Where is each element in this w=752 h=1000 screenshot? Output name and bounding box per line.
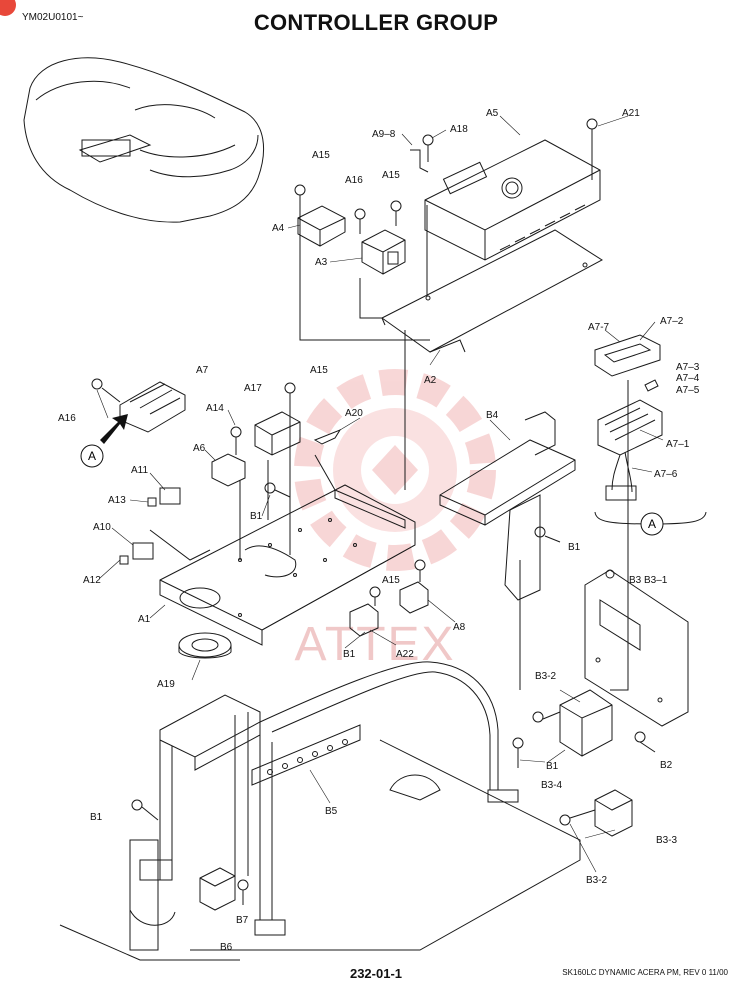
bolts-top — [294, 118, 598, 234]
callout-a12: A12 — [83, 575, 101, 586]
page-title: CONTROLLER GROUP — [253, 10, 499, 35]
part-a6-relay — [211, 426, 246, 487]
callout-b1-4: B1 — [546, 761, 559, 772]
callout-b3-2-top: B3-2 — [535, 671, 557, 682]
callout-leaders — [96, 115, 664, 873]
callout-b3-2-bottom: B3-2 — [586, 875, 608, 886]
callout-a7-1: A7–1 — [666, 439, 690, 450]
callout-b6: B6 — [220, 942, 233, 953]
part-a2-bracket — [381, 229, 603, 353]
callout-a4: A4 — [272, 223, 285, 234]
callout-a3: A3 — [315, 257, 328, 268]
callout-b1-2: B1 — [568, 542, 581, 553]
part-a20-bracket — [313, 428, 342, 445]
callout-a9-8: A9–8 — [372, 129, 396, 140]
callout-a15-2: A15 — [382, 170, 400, 181]
callout-a7-3: A7–3 — [676, 362, 700, 373]
part-a8-a22-relays — [349, 559, 429, 637]
svg-text:A: A — [648, 517, 656, 531]
callout-a7-6: A7–6 — [654, 469, 678, 480]
part-b4-bracket — [314, 411, 576, 601]
callout-a2: A2 — [424, 375, 437, 386]
callout-b5: B5 — [325, 806, 338, 817]
part-a7-connector — [91, 378, 186, 433]
callout-a6: A6 — [193, 443, 206, 454]
callout-b7: B7 — [236, 915, 249, 926]
callout-a20: A20 — [345, 408, 363, 419]
callout-a7-7: A7-7 — [588, 322, 610, 333]
base-floor — [59, 739, 581, 961]
callout-b3-b3-1: B3 B3–1 — [629, 575, 668, 586]
svg-text:A: A — [88, 449, 96, 463]
callout-a15-1: A15 — [312, 150, 330, 161]
part-a3-relay — [361, 229, 406, 275]
callout-a7-2: A7–2 — [660, 316, 684, 327]
callout-a8: A8 — [453, 622, 466, 633]
callout-a16-1: A16 — [345, 175, 363, 186]
callout-labels: A5 A21 A9–8 A18 A15 A16 A15 A4 A3 A2 A7-… — [58, 108, 700, 953]
doc-code: YM02U0101~ — [22, 12, 84, 23]
parts-a10-a13 — [119, 487, 211, 565]
corner-badge — [0, 0, 16, 16]
callout-a13: A13 — [108, 495, 126, 506]
marker-a-left: A — [80, 444, 104, 468]
part-b6-relay — [199, 867, 236, 911]
part-b5-frame — [139, 661, 519, 936]
part-b3-plate — [584, 569, 689, 727]
callout-b1-3: B1 — [343, 649, 356, 660]
page-number: 232-01-1 — [349, 966, 403, 981]
callout-a15-3: A15 — [310, 365, 328, 376]
callout-a10: A10 — [93, 522, 111, 533]
callout-a22: A22 — [396, 649, 414, 660]
footer-note: SK160LC DYNAMIC ACERA PM, REV 0 11/00 — [562, 968, 728, 977]
machine-overview-sketch — [23, 57, 265, 223]
view-arrow — [100, 414, 128, 444]
watermark-text: ATTEX — [294, 618, 455, 671]
part-a17-module — [254, 382, 301, 456]
callout-b4: B4 — [486, 410, 499, 421]
detail-a-harness — [594, 334, 707, 525]
callout-b1-1: B1 — [250, 511, 263, 522]
callout-a18: A18 — [450, 124, 468, 135]
part-a4-relay — [297, 205, 346, 247]
callout-b3-3: B3-3 — [656, 835, 678, 846]
callout-a7-5: A7–5 — [676, 385, 700, 396]
part-b3-3-relay — [594, 789, 633, 837]
callout-a11: A11 — [131, 465, 148, 476]
callout-a19: A19 — [157, 679, 175, 690]
part-a19-grommet — [178, 632, 232, 659]
callout-a7: A7 — [196, 365, 209, 376]
callout-a15-4: A15 — [382, 575, 400, 586]
callout-a5: A5 — [486, 108, 499, 119]
watermark-gear — [294, 369, 496, 571]
bolts-b — [131, 482, 656, 905]
marker-a-right: A — [640, 512, 664, 536]
callout-b1-5: B1 — [90, 812, 103, 823]
part-b3-4-module — [559, 689, 613, 757]
callout-a14: A14 — [206, 403, 224, 414]
callout-a1: A1 — [138, 614, 151, 625]
callout-a16-2: A16 — [58, 413, 76, 424]
part-a1-plate — [159, 484, 416, 646]
callout-a21: A21 — [622, 108, 640, 119]
callout-a7-4: A7–4 — [676, 373, 700, 384]
callout-b2: B2 — [660, 760, 673, 771]
callout-b3-4: B3-4 — [541, 780, 563, 791]
callout-a17: A17 — [244, 383, 262, 394]
part-a5-controller — [424, 139, 601, 261]
